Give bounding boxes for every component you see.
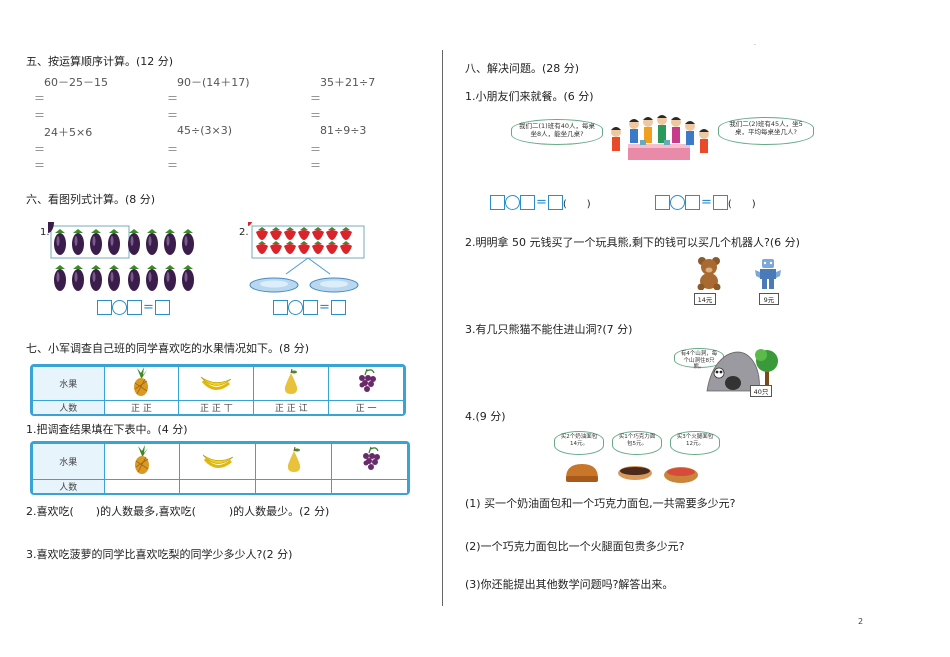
pear-icon (253, 366, 330, 401)
pineapple-icon (103, 443, 181, 480)
problem-number: 1. (40, 227, 50, 238)
speech-bubble-left: 我们二(1)班有40人，每桌坐8人，能坐几桌? (511, 119, 603, 145)
unit-paren: ( ) (727, 199, 756, 210)
people-label: 人数 (32, 479, 105, 494)
eggplant-illustration (48, 222, 194, 291)
q8-4-3-text: (3)你还能提出其他数学问题吗?解答出来。 (465, 578, 674, 591)
grapes-icon (328, 366, 404, 401)
calc-item: 35＋21÷7 (320, 76, 376, 89)
equals-line: ＝ (34, 92, 45, 105)
q8-2-text: 2.明明拿 50 元钱买了一个玩具熊,剩下的钱可以买几个机器人?(6 分) (465, 236, 800, 249)
equals-line: ＝ (167, 159, 178, 172)
answer-box[interactable] (655, 195, 670, 210)
calc-item: 60－25－15 (44, 76, 108, 89)
answer-boxes-3: =( ) (490, 195, 591, 210)
equals-line: ＝ (167, 92, 178, 105)
operator-circle[interactable] (112, 300, 127, 315)
section-6-title: 六、看图列式计算。(8 分) (26, 193, 156, 206)
panda-cave-illustration (706, 349, 778, 392)
pineapple-icon (103, 366, 180, 401)
q7-2-text: 2.喜欢吃( )的人数最多,喜欢吃( )的人数最少。(2 分) (26, 505, 330, 518)
answer-box[interactable] (273, 300, 288, 315)
speech-bubble-bread-2: 买1个巧克力面包5元。 (612, 431, 662, 455)
equals-line: ＝ (34, 109, 45, 122)
speech-bubble-bread-3: 买3个火腿面包12元。 (670, 431, 720, 455)
fruit-label: 水果 (32, 443, 105, 480)
answer-box[interactable] (685, 195, 700, 210)
answer-box[interactable] (330, 300, 346, 315)
q8-1-text: 1.小朋友们来就餐。(6 分) (465, 90, 594, 103)
pear-icon (255, 443, 333, 480)
section-7-title: 七、小军调查自己班的同学喜欢吃的水果情况如下。(8 分) (26, 342, 310, 355)
answer-box[interactable] (303, 300, 318, 315)
answer-box[interactable] (712, 195, 728, 210)
equals-line: ＝ (310, 109, 321, 122)
strawberry-illustration (248, 222, 365, 293)
tally-banana: 正 正 丅 (178, 400, 255, 415)
banana-icon (179, 443, 257, 480)
q8-4-text: 4.(9 分) (465, 410, 506, 423)
answer-box[interactable] (547, 195, 563, 210)
robot-price-tag: 9元 (759, 293, 779, 305)
section-8-title: 八、解决问题。(28 分) (465, 62, 580, 75)
speech-bubble-bread-1: 买2个奶油面包14元。 (554, 431, 604, 455)
grapes-icon (331, 443, 408, 480)
answer-boxes-1: = (97, 300, 170, 315)
banana-icon (178, 366, 255, 401)
bear-price-tag: 14元 (694, 293, 716, 305)
tally-pear: 正 正 讧 (253, 400, 330, 415)
chocolate-bread-icon (618, 466, 652, 480)
fruit-label: 水果 (32, 366, 105, 401)
cream-bread-icon (566, 464, 598, 482)
count-cell[interactable] (331, 479, 408, 494)
equals-line: ＝ (167, 109, 178, 122)
answer-box[interactable] (520, 195, 535, 210)
column-divider (442, 50, 443, 606)
speech-bubble-panda: 有4个山洞，每个山洞住8只熊。 (674, 348, 724, 370)
q8-4-1-text: (1) 买一个奶油面包和一个巧克力面包,一共需要多少元? (465, 497, 736, 510)
equals-line: ＝ (310, 92, 321, 105)
equals-line: ＝ (310, 159, 321, 172)
calc-item: 24＋5×6 (44, 126, 93, 139)
operator-circle[interactable] (670, 195, 685, 210)
count-cell[interactable] (255, 479, 333, 494)
section-5-title: 五、按运算顺序计算。(12 分) (26, 55, 174, 68)
tally-grapes: 正 一 (328, 400, 404, 415)
q7-1-text: 1.把调查结果填在下表中。(4 分) (26, 423, 188, 436)
answer-box[interactable] (154, 300, 170, 315)
teddy-bear-icon (697, 257, 721, 290)
unit-paren: ( ) (562, 199, 591, 210)
speech-bubble-right: 我们二(2)班有45人，坐5桌，平均每桌坐几人? (718, 117, 814, 145)
calc-item: 90－(14＋17) (177, 76, 250, 89)
tally-pineapple: 正 正 (103, 400, 180, 415)
answer-box[interactable] (490, 195, 505, 210)
count-cell[interactable] (179, 479, 257, 494)
operator-circle[interactable] (288, 300, 303, 315)
operator-circle[interactable] (505, 195, 520, 210)
page-number: 2 (858, 617, 864, 626)
q8-4-2-text: (2)一个巧克力面包比一个火腿面包贵多少元? (465, 540, 685, 553)
calc-item: 81÷9÷3 (320, 124, 367, 137)
answer-box[interactable] (97, 300, 112, 315)
equals-line: ＝ (34, 143, 45, 156)
robot-icon (755, 259, 781, 289)
children-dining-illustration (611, 115, 709, 160)
equals-line: ＝ (310, 143, 321, 156)
survey-table: 水果 人数 正 正 正 正 丅 正 正 讧 正 一 (30, 364, 406, 416)
count-cell[interactable] (103, 479, 181, 494)
q8-3-text: 3.有几只熊猫不能住进山洞?(7 分) (465, 323, 633, 336)
answer-boxes-4: =( ) (655, 195, 756, 210)
corner-dot: . (754, 40, 756, 47)
problem-number: 2. (239, 227, 249, 238)
ham-bread-icon (664, 467, 698, 483)
equals-line: ＝ (34, 159, 45, 172)
people-label: 人数 (32, 400, 105, 415)
q7-3-text: 3.喜欢吃菠萝的同学比喜欢吃梨的同学少多少人?(2 分) (26, 548, 293, 561)
panda-count-tag: 40只 (750, 385, 772, 397)
answer-table: 水果 人数 (30, 441, 410, 495)
answer-box[interactable] (127, 300, 142, 315)
equals-line: ＝ (167, 143, 178, 156)
answer-boxes-2: = (273, 300, 346, 315)
calc-item: 45÷(3×3) (177, 124, 233, 137)
